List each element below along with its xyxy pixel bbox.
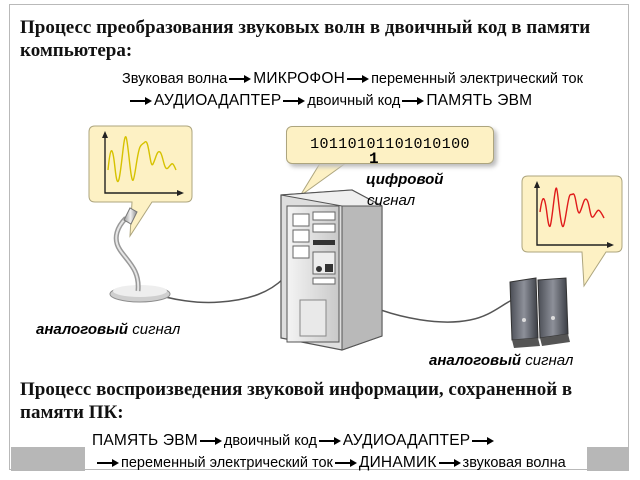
analog-wave-right xyxy=(539,187,605,228)
cable-mic-to-pc xyxy=(149,277,285,304)
arrow-right-icon xyxy=(97,458,119,468)
analog-label-right: аналоговый сигнал xyxy=(429,352,573,369)
digital-label-signal: сигнал xyxy=(367,192,416,209)
playback-chain-row-2: переменный электрический ток ДИНАМИК зву… xyxy=(95,454,566,472)
cable-pc-to-speaker xyxy=(369,299,513,323)
speakers-icon xyxy=(509,277,570,348)
binary-digits: 10110101101010100 xyxy=(310,136,470,153)
chain-audio-adapter: АУДИОАДАПТЕР xyxy=(342,432,471,449)
analog-wave-left xyxy=(107,136,177,183)
digital-label-bold: цифровой xyxy=(366,171,444,188)
microphone-icon xyxy=(109,207,171,303)
chain-computer-memory: ПАМЯТЬ ЭВМ xyxy=(426,92,533,109)
digital-label-word: цифровой xyxy=(366,171,443,188)
decorative-strip-left xyxy=(11,447,85,471)
recording-chain-row-2: АУДИОАДАПТЕР двоичный код ПАМЯТЬ ЭВМ xyxy=(128,92,532,110)
arrow-right-icon xyxy=(199,436,222,446)
arrow-right-icon xyxy=(130,96,152,106)
chain-alternating-current: переменный электрический ток xyxy=(121,455,333,471)
chain-audio-adapter: АУДИОАДАПТЕР xyxy=(154,92,282,109)
chain-speaker: ДИНАМИК xyxy=(358,454,437,471)
binary-digits-overflow: 1 xyxy=(369,150,379,168)
chain-computer-memory: ПАМЯТЬ ЭВМ xyxy=(92,432,198,449)
analog-left-bold: аналоговый xyxy=(36,321,129,338)
recording-chain-row-1: Звуковая волна МИКРОФОН переменный элект… xyxy=(122,70,583,88)
analog-right-italic: сигнал xyxy=(525,352,574,369)
heading-recording: Процесс преобразования звуковых волн в д… xyxy=(20,17,591,61)
analog-bubble-left xyxy=(88,125,193,238)
pc-tower-icon xyxy=(280,189,383,351)
analog-bubble-right xyxy=(521,175,623,288)
chain-sound-wave: Звуковая волна xyxy=(122,71,228,87)
axes-icon xyxy=(534,181,614,248)
arrow-right-icon xyxy=(318,436,341,446)
arrow-right-icon xyxy=(229,74,252,84)
chain-sound-wave: звуковая волна xyxy=(462,455,566,471)
chain-binary-code: двоичный код xyxy=(307,93,401,109)
analog-left-italic: сигнал xyxy=(132,321,181,338)
arrow-right-icon xyxy=(347,74,370,84)
analog-label-left: аналоговый сигнал xyxy=(36,321,180,338)
digital-bubble: 10110101101010100 xyxy=(286,126,494,164)
chain-microphone: МИКРОФОН xyxy=(253,70,346,87)
arrow-right-icon xyxy=(334,458,357,468)
arrow-right-icon xyxy=(472,436,495,446)
chain-binary-code: двоичный код xyxy=(223,433,317,449)
arrow-right-icon xyxy=(283,96,306,106)
analog-right-bold: аналоговый xyxy=(429,352,522,369)
axes-icon xyxy=(102,131,184,196)
decorative-strip-right xyxy=(587,447,629,471)
heading-playback: Процесс воспроизведения звуковой информа… xyxy=(20,379,573,423)
slide-frame xyxy=(9,4,629,470)
arrow-right-icon xyxy=(402,96,425,106)
playback-chain-row-1: ПАМЯТЬ ЭВМ двоичный код АУДИОАДАПТЕР xyxy=(92,432,496,450)
chain-alternating-current: переменный электрический ток xyxy=(371,71,583,87)
arrow-right-icon xyxy=(438,458,461,468)
